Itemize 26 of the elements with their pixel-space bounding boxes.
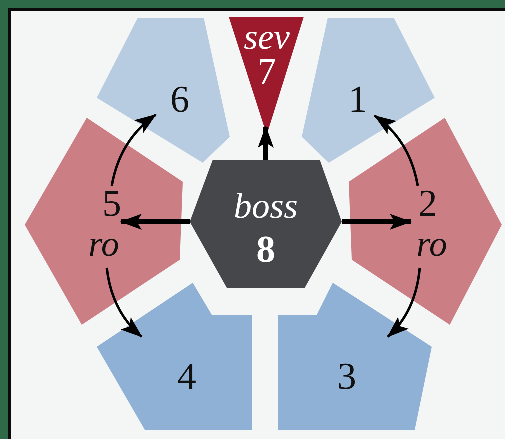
pentagon-shape [25,118,183,325]
arrow [374,115,420,186]
number-label: 7 [258,53,276,91]
pentagon-shape [349,118,502,325]
number-label: 4 [178,358,196,396]
arrow [342,214,412,230]
arrow [120,214,190,230]
role-label: ro [88,226,120,262]
number-label: 6 [170,81,190,119]
pentagon-shape [302,18,435,163]
number-label: 1 [348,81,368,119]
role-label: ro [416,226,448,262]
arrow [110,114,157,186]
pentagon-shape [97,283,252,430]
arrow [258,126,274,160]
pentagon-shape [278,283,432,430]
number-label: 3 [338,358,356,396]
arrow [387,268,422,338]
role-label: boss [234,188,298,224]
role-label: sev [244,19,290,55]
arrow [106,268,143,338]
pentagon-shape [97,18,230,163]
number-label: 5 [102,185,122,223]
hexagon-shape [190,160,342,288]
number-label: 2 [418,185,438,223]
number-label: 8 [256,231,276,269]
